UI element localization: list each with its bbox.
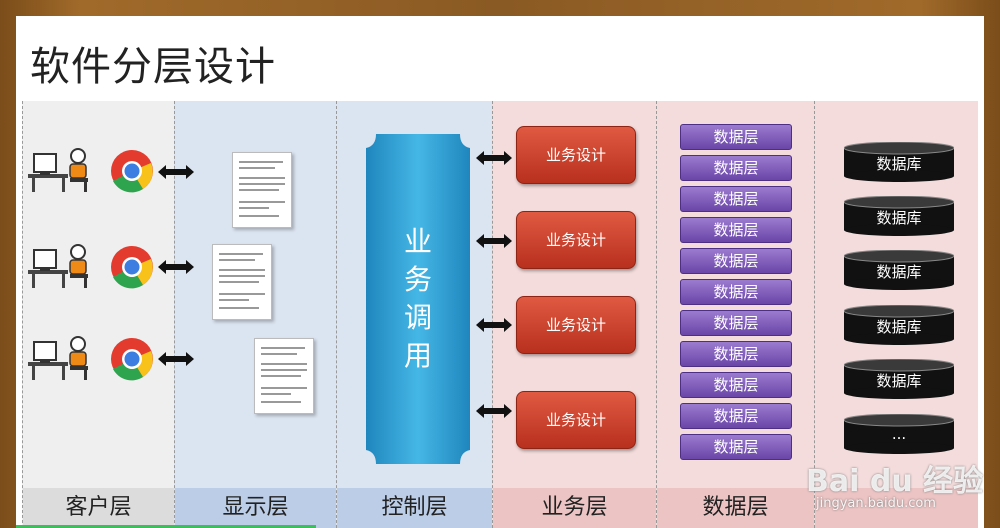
database-label: 数据库 [876,372,922,390]
document-icon [232,152,292,228]
column-label-data: 数据层 [657,488,814,528]
column-label-client: 客户层 [23,488,174,528]
document-icon [212,244,272,320]
database-label: 数据库 [876,263,922,281]
database-label: 数据库 [876,318,922,336]
user-at-computer-icon [28,336,88,380]
double-arrow-icon [158,352,194,366]
user-at-computer-icon [28,148,88,192]
slide-title: 软件分层设计 [30,44,276,90]
database-cylinder-icon [844,250,954,290]
double-arrow-icon [476,234,512,248]
database-label: 数据库 [876,209,922,227]
business-design-box: 业务设计 [516,211,636,269]
data-layer-box: 数据层 [680,155,792,181]
slide: 软件分层设计 客户层 显示层 控制层 业务层 数据层 [16,16,984,528]
column-label-business: 业务层 [493,488,656,528]
pillar-char: 用 [403,339,432,372]
database-cylinder-icon [844,196,954,236]
column-label-control: 控制层 [337,488,492,528]
double-arrow-icon [158,165,194,179]
business-design-box: 业务设计 [516,126,636,184]
watermark-brand: Bai du 经验 [806,464,984,499]
pillar-label: 业 务 调 用 [366,134,470,464]
database-cylinder-icon [844,359,954,399]
double-arrow-icon [476,404,512,418]
data-layer-box: 数据层 [680,217,792,243]
chrome-icon [111,246,153,289]
pillar-char: 业 [403,225,432,258]
pillar-char: 调 [403,301,432,334]
service-call-pillar [366,134,470,464]
database-label: 数据库 [876,155,922,173]
double-arrow-icon [476,151,512,165]
database-cylinder-icon [844,305,954,345]
data-layer-box: 数据层 [680,372,792,398]
data-layer-box: 数据层 [680,248,792,274]
database-more-label: ... [891,425,907,443]
data-layer-box: 数据层 [680,310,792,336]
chrome-icon [111,150,153,193]
data-layer-box: 数据层 [680,186,792,212]
pillar-char: 务 [403,263,432,296]
business-design-box: 业务设计 [516,391,636,449]
business-design-box: 业务设计 [516,296,636,354]
column-label-display: 显示层 [175,488,336,528]
database-cylinder-icon [844,414,954,454]
data-layer-box: 数据层 [680,434,792,460]
data-layer-box: 数据层 [680,279,792,305]
double-arrow-icon [158,260,194,274]
chrome-icon [111,338,153,381]
data-layer-box: 数据层 [680,403,792,429]
data-layer-box: 数据层 [680,341,792,367]
document-icon [254,338,314,414]
progress-strip [16,525,316,528]
user-at-computer-icon [28,244,88,288]
watermark-url: jingyan.baidu.com [816,496,936,511]
database-cylinder-icon [844,142,954,182]
column-label-database [815,488,978,528]
data-layer-box: 数据层 [680,124,792,150]
double-arrow-icon [476,318,512,332]
